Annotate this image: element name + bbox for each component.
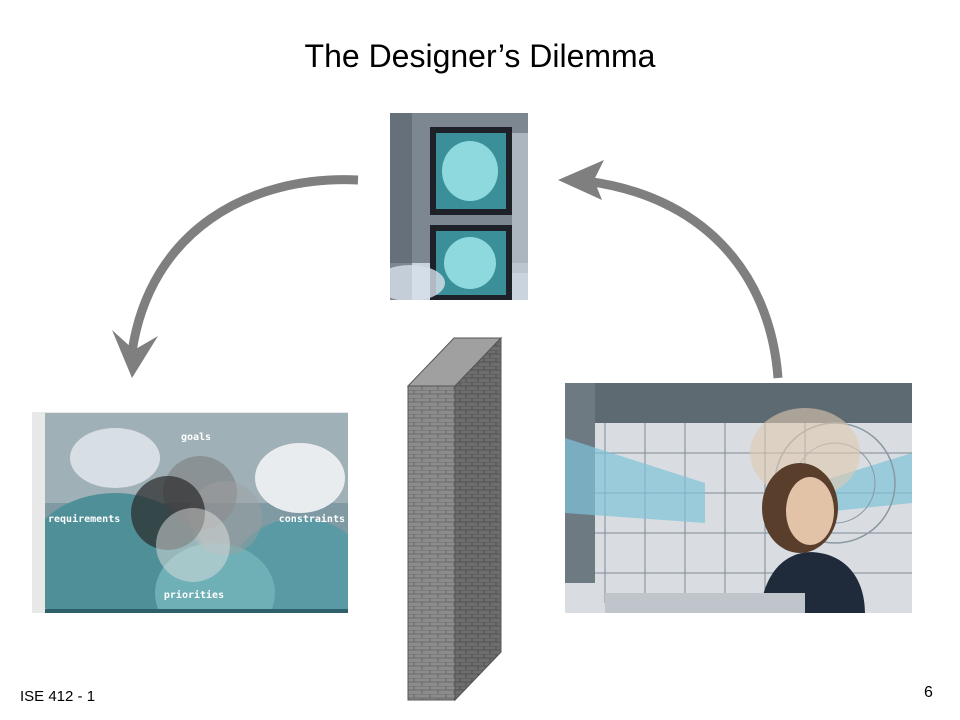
venn-label-constraints: constraints [279, 513, 345, 525]
monitors-image [390, 113, 528, 300]
footer-course-code: ISE 412 - 1 [20, 688, 96, 705]
venn-label-goals: goals [181, 432, 211, 443]
left-curved-arrow [127, 175, 359, 353]
venn-label-priorities: priorities [164, 589, 224, 601]
surgeons-venn-image: goals requirements constraints prioritie… [45, 413, 348, 613]
engineer-blueprint-image [565, 383, 912, 613]
left-arrowhead [112, 330, 158, 378]
brick-wall [406, 336, 502, 702]
right-arrowhead [558, 160, 604, 200]
slide-title: The Designer’s Dilemma [304, 38, 656, 74]
right-curved-arrow [584, 176, 783, 379]
venn-label-requirements: requirements [48, 513, 120, 525]
venn-circle-priorities [156, 508, 230, 582]
page-number: 6 [924, 684, 933, 701]
